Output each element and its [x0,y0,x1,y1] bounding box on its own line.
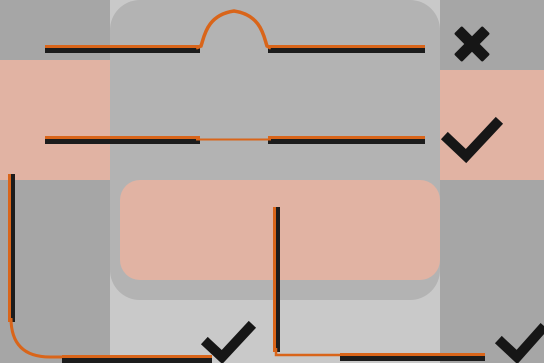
vertical-cable-orange [273,207,276,352]
check-icon [208,328,249,357]
right-cable-orange [268,45,425,48]
left-cable-orange [45,45,200,48]
bg-left-band [0,60,110,180]
right-cable-orange [268,136,425,139]
horizontal-cable-orange [340,353,485,356]
bg-left-cylinder [0,0,110,363]
vertical-cable-orange [8,174,11,322]
left-cable-orange [45,136,200,139]
square-corner-link [276,348,342,355]
horizontal-cable-orange [62,355,212,358]
